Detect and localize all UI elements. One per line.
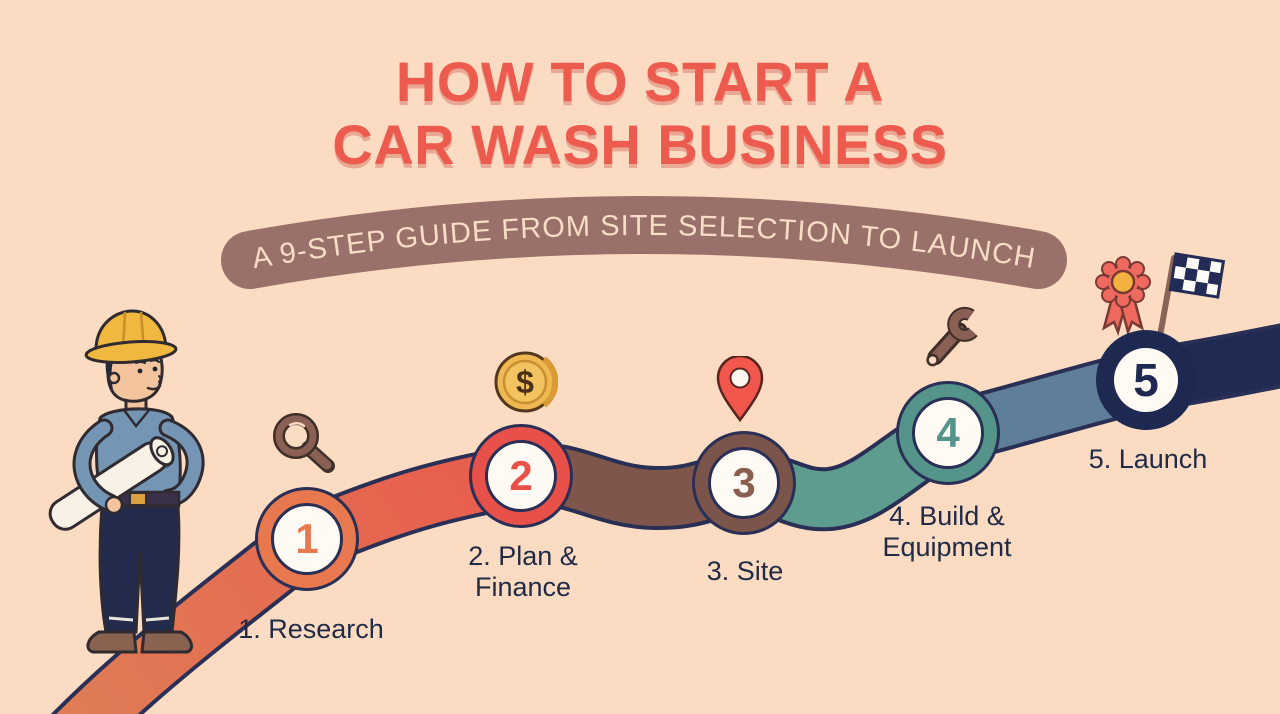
title-line-1: HOW TO START A	[395, 50, 885, 113]
step-node-3-inner: 3	[708, 447, 780, 519]
step-label-launch: 5. Launch	[1088, 444, 1208, 474]
worker-boot-left	[86, 630, 138, 654]
step-label-site: 3. Site	[706, 556, 784, 586]
step-node-2: 2	[469, 424, 573, 528]
step-label-build: 4. Build & Equipment	[882, 501, 1012, 563]
banner-ribbon	[221, 196, 1067, 289]
step-node-2-inner: 2	[485, 440, 557, 512]
shirt-collar	[123, 408, 151, 429]
step-node-5-inner: 5	[1114, 348, 1178, 412]
wrench-icon	[926, 306, 983, 367]
dollar-symbol: $	[516, 364, 534, 400]
worker-hand	[104, 495, 124, 515]
step-number-2: 2	[509, 452, 533, 499]
hard-hat-brim	[84, 340, 178, 364]
construction-worker	[48, 309, 205, 654]
step-node-1-inner: 1	[271, 503, 343, 575]
worker-nose	[158, 375, 162, 383]
worker-boot-right	[140, 630, 194, 654]
step-number-5: 5	[1133, 354, 1159, 406]
step-node-4-inner: 4	[912, 397, 984, 469]
belt-buckle	[129, 492, 147, 506]
step-node-5: 5	[1096, 330, 1196, 430]
step-node-3: 3	[692, 431, 796, 535]
medal-icon	[1095, 256, 1151, 336]
worker-arm-left	[75, 421, 117, 510]
step-node-1: 1	[255, 487, 359, 591]
worker-smile	[146, 384, 162, 391]
step-label-research: 1. Research	[238, 614, 384, 644]
step-number-1: 1	[295, 515, 319, 562]
worker-ear	[107, 371, 121, 385]
map-pin-icon	[716, 356, 764, 423]
checkered-flag-icon	[1157, 252, 1226, 339]
coin-icon: $	[494, 351, 558, 413]
step-label-plan: 2. Plan & Finance	[468, 541, 578, 603]
step-node-4: 4	[896, 381, 1000, 485]
title-line-2: CAR WASH BUSINESS	[332, 113, 948, 177]
worker-eye-right	[152, 366, 158, 372]
worker-pants	[98, 504, 181, 634]
step-number-4: 4	[936, 409, 960, 456]
step-number-3: 3	[732, 459, 756, 506]
magnifier-icon	[273, 413, 335, 473]
page-title: HOW TO START A CAR WASH BUSINESS	[0, 50, 1280, 177]
blueprint-roll	[48, 436, 175, 531]
pant-cuffs	[108, 616, 170, 622]
worker-eye-left	[137, 368, 143, 374]
